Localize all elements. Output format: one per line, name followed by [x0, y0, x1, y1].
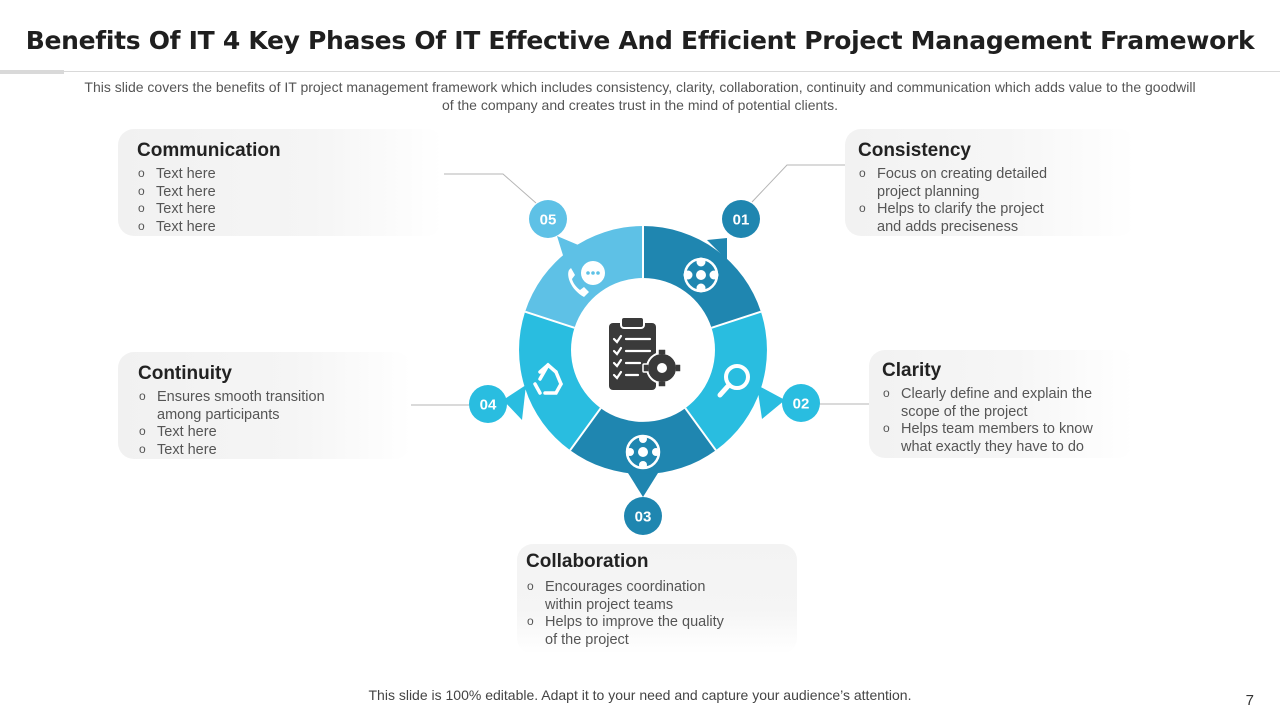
page-number: 7 [1245, 692, 1254, 709]
list-item: Helps to clarify the project and adds pr… [858, 200, 1068, 236]
card-heading: Continuity [138, 363, 232, 384]
list-item: Helps to improve the quality of the proj… [526, 613, 726, 649]
list-item: Helps team members to know what exactly … [882, 420, 1107, 456]
number-badge-01: 01 [722, 200, 760, 238]
card-communication: Communication Text here Text here Text h… [118, 129, 443, 236]
number-badge-04: 04 [469, 385, 507, 423]
card-clarity: Clarity Clearly define and explain the s… [869, 350, 1134, 458]
card-consistency: Consistency Focus on creating detailed p… [845, 129, 1135, 236]
list-item: Clearly define and explain the scope of … [882, 385, 1107, 421]
number-label-03: 03 [635, 509, 652, 526]
card-heading: Clarity [882, 360, 942, 381]
list-item: Text here [137, 200, 443, 219]
subtitle: This slide covers the benefits of IT pro… [84, 79, 1196, 113]
network-icon [683, 257, 719, 293]
bullet-list: Clearly define and explain the scope of … [882, 385, 1107, 456]
number-label-02: 02 [793, 396, 810, 413]
list-item: Encourages coordination within project t… [526, 578, 726, 614]
connector-line-01 [751, 164, 845, 203]
card-continuity: Continuity Ensures smooth transition amo… [118, 352, 411, 459]
list-item: Ensures smooth transition among particip… [138, 388, 348, 424]
title-divider [0, 71, 1280, 72]
card-heading: Collaboration [526, 551, 649, 572]
number-badge-03: 03 [624, 497, 662, 535]
card-heading: Communication [137, 140, 281, 161]
list-item: Text here [137, 165, 443, 184]
list-item: Text here [138, 441, 348, 460]
number-badge-05: 05 [529, 200, 567, 238]
pointer-02 [757, 385, 785, 419]
number-label-01: 01 [733, 212, 750, 229]
number-label-05: 05 [540, 212, 557, 229]
list-item: Text here [137, 218, 443, 237]
collaboration-icon [625, 434, 661, 470]
clipboard-gear-icon [609, 316, 682, 390]
phone-chat-icon [568, 261, 605, 297]
bullet-list: Focus on creating detailed project plann… [858, 165, 1068, 236]
bullet-list: Encourages coordination within project t… [526, 578, 726, 649]
list-item: Text here [137, 183, 443, 202]
pointer-04 [503, 385, 526, 420]
card-heading: Consistency [858, 140, 971, 161]
number-badge-02: 02 [782, 384, 820, 422]
title-divider-accent [0, 70, 64, 74]
card-collaboration: Collaboration Encourages coordination wi… [517, 544, 797, 654]
bullet-list: Ensures smooth transition among particip… [138, 388, 348, 460]
page-title: Benefits Of IT 4 Key Phases Of IT Effect… [25, 26, 1255, 55]
connector-line-05 [444, 173, 537, 204]
list-item: Text here [138, 423, 348, 442]
recycle-icon [533, 362, 563, 395]
magnifier-icon [717, 364, 750, 398]
list-item: Focus on creating detailed project plann… [858, 165, 1068, 201]
bullet-list: Text here Text here Text here Text here [137, 165, 443, 237]
number-label-04: 04 [480, 397, 497, 414]
footer-note: This slide is 100% editable. Adapt it to… [368, 687, 912, 703]
